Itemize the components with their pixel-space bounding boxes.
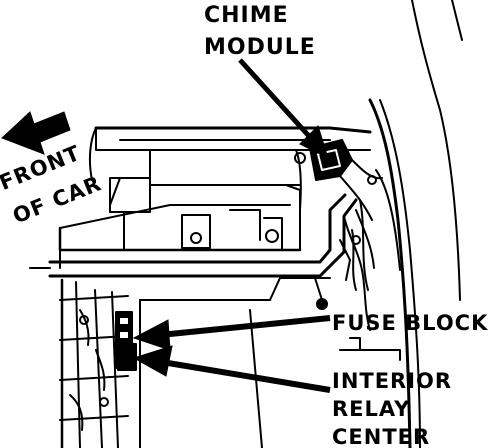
upper-duct xyxy=(88,127,121,206)
relay-center-shape xyxy=(117,343,137,371)
chime-arrow-head xyxy=(299,125,329,159)
front-arrow xyxy=(1,111,71,155)
chime-module-label: CHIME MODULE xyxy=(204,3,316,60)
dash-upper-edge xyxy=(94,126,372,186)
lower-panel xyxy=(139,277,401,448)
relay-arrow-shaft xyxy=(149,357,331,393)
fuse-arrow-head xyxy=(132,319,171,351)
fuse-block-label: FUSE BLOCK xyxy=(332,311,489,335)
chime-module-body xyxy=(285,139,383,291)
fuse-block-assembly xyxy=(59,278,129,448)
crossbar-tube xyxy=(29,193,358,310)
chime-arrow-shaft xyxy=(238,58,320,148)
leader-arrows xyxy=(1,58,331,393)
door-pillar xyxy=(368,0,463,448)
fuse-arrow-shaft xyxy=(149,315,331,339)
wire-harness xyxy=(339,175,377,331)
interior-relay-center-label: INTERIOR RELAY CENTER xyxy=(332,369,453,448)
relay-arrow-head xyxy=(132,345,173,377)
dash-frame xyxy=(58,177,302,269)
